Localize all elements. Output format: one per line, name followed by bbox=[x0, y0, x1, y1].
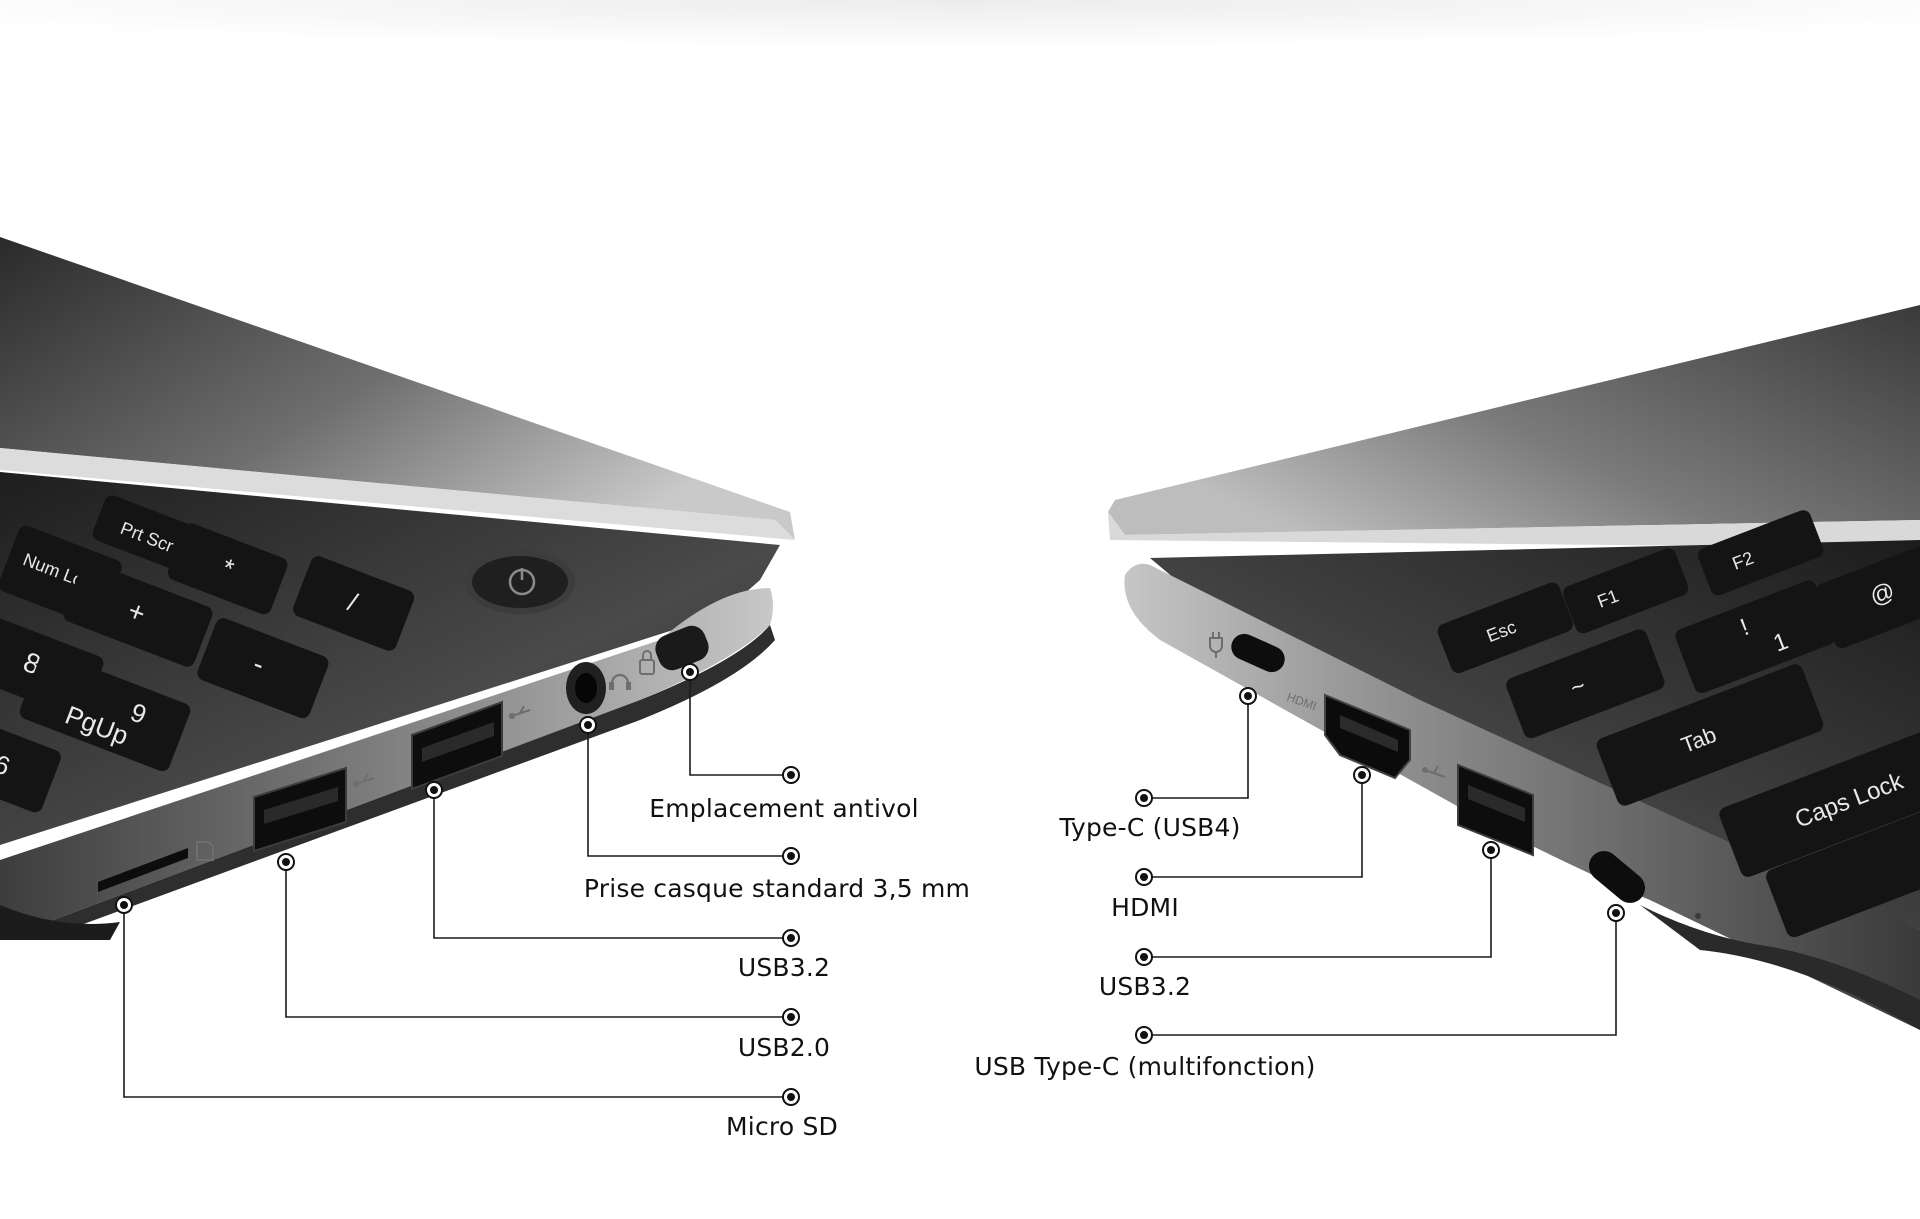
label-microsd: Micro SD bbox=[726, 1112, 838, 1141]
line-usb32-left bbox=[433, 790, 791, 939]
right-laptop: Esc F1 F2 ~ ! 1 @ bbox=[1108, 305, 1920, 1030]
marker-typec4-port bbox=[1239, 687, 1257, 705]
usb32-port-right bbox=[1457, 763, 1534, 857]
usb32-port bbox=[411, 700, 503, 791]
line-typec-multi bbox=[1144, 913, 1617, 1036]
marker-typec4-label bbox=[1135, 789, 1153, 807]
typec-multi-port bbox=[1588, 851, 1646, 903]
marker-audio-port bbox=[579, 716, 597, 734]
callout-lines-right bbox=[1144, 696, 1617, 1036]
right-ports: HDMI bbox=[1209, 632, 1701, 919]
marker-usb32-port bbox=[425, 781, 443, 799]
marker-usb32r-label bbox=[1135, 948, 1153, 966]
line-hdmi bbox=[1144, 775, 1363, 878]
line-typec-usb4 bbox=[1144, 696, 1249, 799]
marker-usb32r-port bbox=[1482, 841, 1500, 859]
label-usb32-left: USB3.2 bbox=[737, 953, 831, 982]
line-lock bbox=[689, 667, 791, 776]
marker-usb32-label bbox=[782, 929, 800, 947]
lock-slot bbox=[655, 625, 709, 671]
line-microsd bbox=[123, 905, 791, 1098]
callout-markers bbox=[115, 663, 1625, 1106]
sdcard-icon bbox=[196, 841, 214, 861]
right-lid-edge bbox=[1108, 512, 1920, 548]
right-keys: Esc F1 F2 ~ ! 1 @ bbox=[1437, 510, 1920, 938]
line-usb20 bbox=[285, 862, 791, 1018]
power-button bbox=[465, 550, 575, 614]
line-usb32-right bbox=[1144, 850, 1492, 958]
left-ports bbox=[98, 625, 709, 892]
right-lid bbox=[1108, 305, 1920, 535]
callout-lines-left bbox=[123, 667, 791, 1098]
led-indicator bbox=[1695, 913, 1701, 919]
marker-sd-label bbox=[782, 1088, 800, 1106]
top-haze bbox=[0, 0, 1920, 80]
left-laptop: Prt Scr Num Lock * + / - bbox=[0, 237, 795, 940]
usb20-port bbox=[253, 766, 347, 853]
marker-usb20-port bbox=[277, 853, 295, 871]
label-usb32-right: USB3.2 bbox=[1098, 972, 1192, 1001]
marker-hdmi-label bbox=[1135, 868, 1153, 886]
label-hdmi: HDMI bbox=[1111, 893, 1179, 922]
label-typec-multi: USB Type-C (multifonction) bbox=[974, 1052, 1316, 1081]
usb-icon bbox=[1422, 765, 1446, 779]
marker-lock-port bbox=[681, 663, 699, 681]
label-lock-slot: Emplacement antivol bbox=[649, 794, 919, 823]
marker-typecmulti-port bbox=[1607, 904, 1625, 922]
marker-lock-label bbox=[782, 766, 800, 784]
label-usb20: USB2.0 bbox=[737, 1033, 831, 1062]
label-typec-usb4: Type-C (USB4) bbox=[1059, 813, 1241, 842]
label-headphone-jack: Prise casque standard 3,5 mm bbox=[583, 874, 971, 903]
hdmi-port bbox=[1324, 693, 1411, 780]
lock-icon bbox=[639, 650, 655, 675]
left-keys: Prt Scr Num Lock * + / - bbox=[0, 495, 575, 813]
usb-icon bbox=[509, 705, 531, 719]
audio-jack bbox=[566, 662, 606, 714]
marker-usb20-label bbox=[782, 1008, 800, 1026]
left-foot bbox=[0, 905, 120, 940]
left-lid bbox=[0, 237, 795, 540]
right-foot bbox=[1640, 905, 1920, 1030]
marker-audio-label bbox=[782, 847, 800, 865]
line-audio bbox=[587, 725, 791, 857]
left-lid-edge bbox=[0, 448, 795, 540]
marker-typecmulti-label bbox=[1135, 1026, 1153, 1044]
charging-icon bbox=[1209, 632, 1223, 658]
usb-icon bbox=[353, 773, 375, 787]
typec-usb4-port bbox=[1231, 633, 1285, 673]
headphone-icon bbox=[609, 673, 631, 690]
microsd-slot bbox=[98, 848, 188, 892]
marker-hdmi-port bbox=[1353, 766, 1371, 784]
marker-sd-port bbox=[115, 896, 133, 914]
